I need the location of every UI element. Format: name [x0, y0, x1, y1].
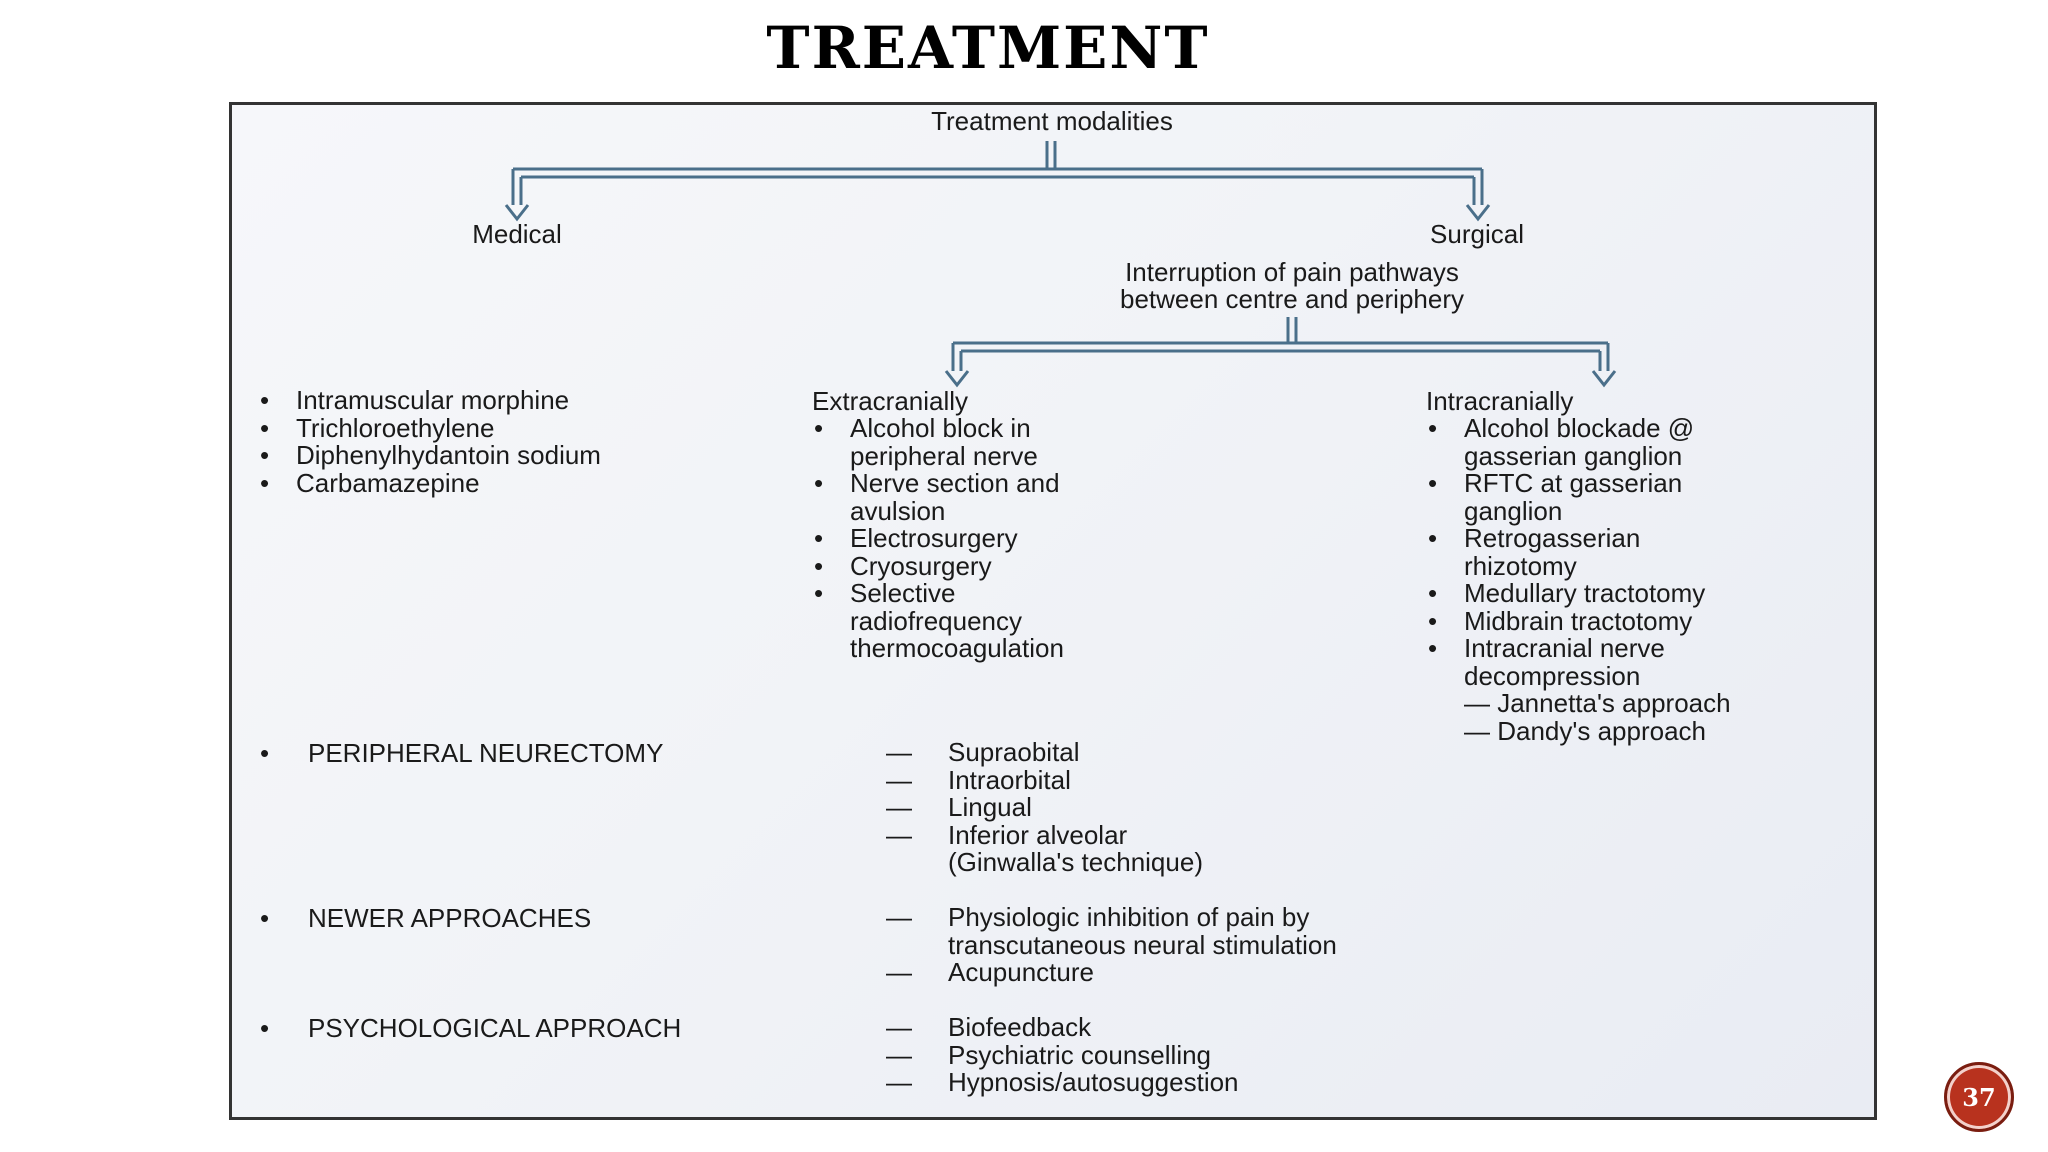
list-item: Intraorbital — [886, 766, 1203, 795]
page-number-badge: 37 — [1944, 1062, 2014, 1132]
list-item-line: ganglion — [1464, 495, 1563, 526]
list-item: Lingual — [886, 793, 1203, 822]
intracranial-list: Alcohol blockade @gasserian ganglion RFT… — [1426, 413, 1731, 746]
list-item: Carbamazepine — [258, 469, 601, 498]
list-item-line: thermocoagulation — [850, 633, 1064, 663]
list-item-line: RFTC at gasserian — [1464, 468, 1683, 498]
newer-approaches-label: NEWER APPROACHES — [258, 904, 591, 932]
list-item: Diphenylhydantoin sodium — [258, 441, 601, 470]
list-item-line: Nerve section and — [850, 468, 1060, 498]
root-node: Treatment modalities — [931, 106, 1173, 136]
surgical-subtitle-line1: Interruption of pain pathways — [1125, 257, 1459, 287]
list-item: Electrosurgery — [812, 523, 1064, 553]
intracranial-heading: Intracranially — [1426, 386, 1574, 416]
list-item-line: Alcohol blockade @ — [1464, 413, 1695, 443]
list-item-line: — Dandy's approach — [1464, 715, 1706, 746]
list-item-line: decompression — [1464, 660, 1641, 691]
list-item-line: radiofrequency — [850, 605, 1022, 636]
list-item: Acupuncture — [886, 958, 1337, 987]
psychological-approach-label: PSYCHOLOGICAL APPROACH — [258, 1014, 681, 1042]
list-item-line: Medullary tractotomy — [1464, 578, 1706, 608]
list-item-line: peripheral nerve — [850, 440, 1038, 471]
list-item: Medullary tractotomy — [1426, 578, 1731, 608]
list-item: Hypnosis/autosuggestion — [886, 1068, 1239, 1097]
peripheral-neurectomy-list: Supraobital Intraorbital Lingual Inferio… — [886, 738, 1203, 877]
medical-list: Intramuscular morphine Trichloroethylene… — [258, 386, 601, 498]
list-item: Midbrain tractotomy — [1426, 605, 1731, 636]
newer-approaches-list: Physiologic inhibition of pain by transc… — [886, 903, 1337, 987]
list-item-line: Intracranial nerve — [1464, 633, 1665, 663]
list-item: Cryosurgery — [812, 550, 1064, 581]
list-item-continuation: transcutaneous neural stimulation — [948, 929, 1337, 960]
list-item: Inferior alveolar — [886, 821, 1203, 850]
list-item-line: Electrosurgery — [850, 523, 1018, 553]
list-item-line: gasserian ganglion — [1464, 440, 1683, 471]
list-item-line: rhizotomy — [1464, 550, 1577, 581]
connector-lines — [504, 141, 1617, 388]
list-item: Biofeedback — [886, 1013, 1239, 1042]
list-item-line: Alcohol block in — [850, 413, 1031, 443]
list-item-line: Midbrain tractotomy — [1464, 605, 1693, 636]
list-item: Supraobital — [886, 738, 1203, 767]
extracranial-heading: Extracranially — [812, 386, 969, 416]
list-item-line: Selective — [850, 578, 956, 608]
list-item-line: Cryosurgery — [850, 550, 992, 581]
treatment-diagram: Treatment modalities Medical Surgical In… — [229, 102, 1877, 1120]
list-item: Psychiatric counselling — [886, 1041, 1239, 1070]
psychological-approach-list: Biofeedback Psychiatric counselling Hypn… — [886, 1013, 1239, 1097]
list-item-continuation: (Ginwalla's technique) — [948, 847, 1203, 877]
surgical-node: Surgical — [1430, 219, 1524, 249]
medical-node: Medical — [472, 219, 562, 249]
list-item: Physiologic inhibition of pain by — [886, 903, 1337, 932]
peripheral-neurectomy-label: PERIPHERAL NEURECTOMY — [258, 739, 663, 767]
list-item-line: avulsion — [850, 495, 946, 526]
list-item-line: — Jannetta's approach — [1464, 688, 1731, 718]
slide-title: TREATMENT — [766, 14, 1210, 82]
list-item: Alcohol blockade @gasserian ganglion — [1426, 413, 1731, 471]
list-item: Trichloroethylene — [258, 414, 601, 443]
list-item: Intramuscular morphine — [258, 386, 601, 415]
surgical-subtitle-line2: between centre and periphery — [1119, 284, 1464, 314]
list-item-line: Retrogasserian — [1464, 523, 1641, 553]
